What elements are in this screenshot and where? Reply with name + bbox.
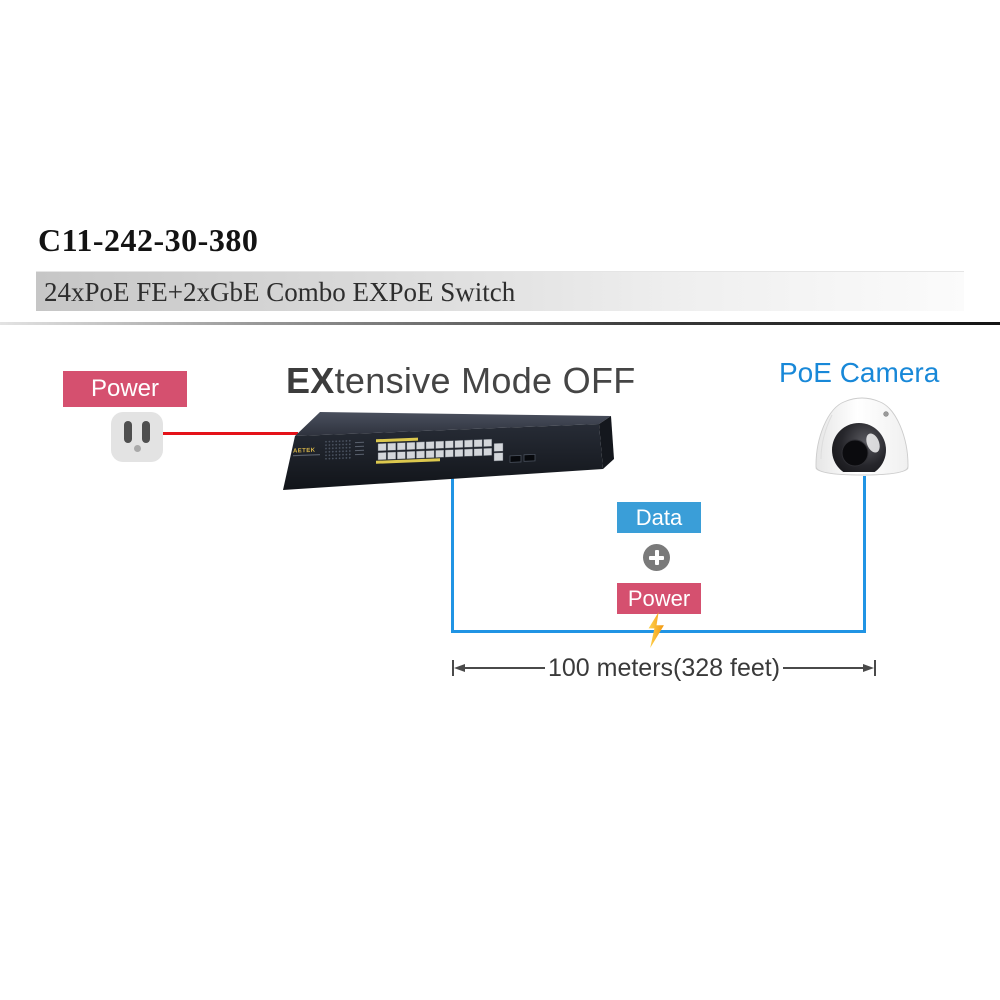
- dimension-line-left: [465, 667, 545, 669]
- dome-highlight: [866, 433, 880, 453]
- distance-label: 100 meters(328 feet): [547, 653, 781, 682]
- product-model-title: C11-242-30-380: [38, 222, 259, 258]
- plus-icon: [643, 544, 670, 571]
- red-power-cable: [160, 432, 298, 435]
- ethernet-cable-camera-drop: [863, 476, 866, 633]
- switch-fineprint: [293, 454, 320, 457]
- combo-rj45-port: [493, 452, 504, 462]
- port-label-strip-top: [376, 437, 418, 443]
- plug-slot: [124, 421, 132, 443]
- rj45-port-grid: [377, 438, 493, 461]
- camera-seam: [820, 414, 833, 460]
- dimension-arrow-left-icon: [454, 664, 465, 672]
- switch-side-face: [599, 416, 614, 469]
- mode-title-suffix: tensive Mode OFF: [334, 360, 636, 401]
- header-divider: [0, 322, 1000, 325]
- plug-slot: [142, 421, 150, 443]
- product-name-banner: 24xPoE FE+2xGbE Combo EXPoE Switch: [36, 271, 964, 311]
- dimension-arrow-right-icon: [863, 664, 875, 672]
- lightning-bolt-icon: [648, 612, 664, 648]
- camera-lens: [841, 439, 869, 467]
- dimension-tick-left: [452, 660, 454, 676]
- combo-rj45-port: [493, 442, 504, 452]
- camera-label: PoE Camera: [779, 357, 940, 388]
- mode-title-prefix: EX: [286, 360, 335, 401]
- poe-switch-image: AETEK: [283, 412, 614, 490]
- port-label-strip-bottom: [376, 458, 440, 464]
- mode-title: EXtensive Mode OFF: [286, 360, 636, 402]
- ethernet-cable-switch-drop: [451, 474, 454, 633]
- led-grid: [325, 439, 351, 460]
- data-tag: Data: [617, 502, 701, 533]
- power-plug-icon: [111, 412, 163, 462]
- sfp-slot: [523, 453, 536, 462]
- switch-top-face: [295, 412, 611, 436]
- plug-hole: [134, 445, 141, 452]
- poe-camera-image: [815, 397, 909, 476]
- switch-brand-label: AETEK: [293, 448, 316, 455]
- poe-power-tag: Power: [617, 583, 701, 614]
- distance-dimension: 100 meters(328 feet): [452, 652, 877, 684]
- dimension-line-right: [783, 667, 864, 669]
- power-source-tag: Power: [63, 371, 187, 407]
- sfp-slot: [509, 455, 522, 463]
- camera-screw: [883, 411, 889, 417]
- dimension-tick-right: [874, 660, 877, 676]
